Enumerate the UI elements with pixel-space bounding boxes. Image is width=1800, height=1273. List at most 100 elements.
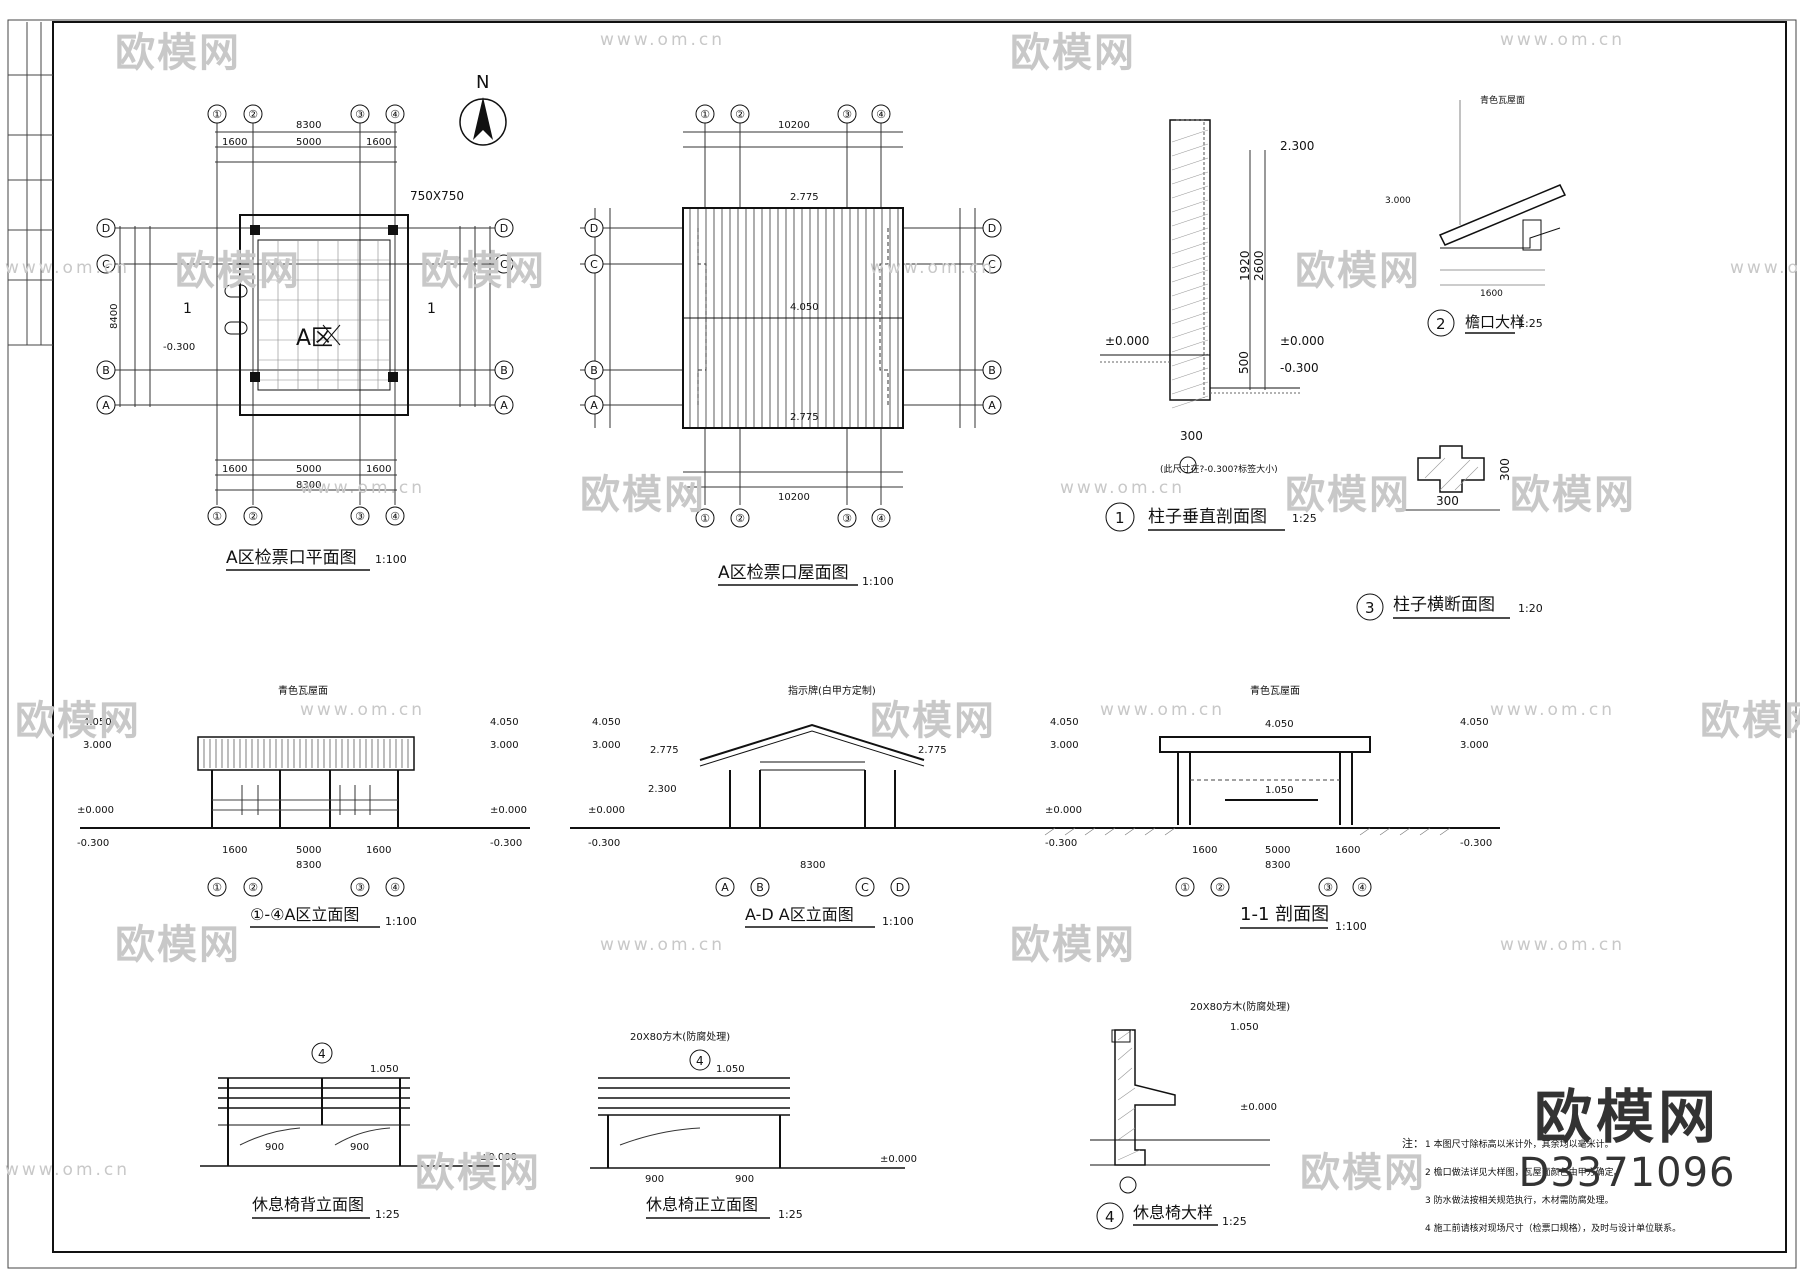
plan-dim-bay-1: 1600 — [222, 137, 247, 148]
roof-axis-bot-1: ① — [695, 508, 715, 528]
col-level-3: ±0.000 — [1105, 334, 1149, 348]
elev1-roof-label: 青色瓦屋面 — [278, 684, 328, 697]
svg-text:A: A — [590, 399, 598, 412]
col-v-title: 柱子垂直剖面图 — [1148, 507, 1267, 527]
elev2-level-5: ±0.000 — [588, 805, 625, 816]
elev2-axis-B: B — [750, 877, 770, 897]
bench-front-title: 休息椅正立面图 — [646, 1195, 758, 1214]
roof-dim-total-b: 10200 — [778, 492, 810, 503]
svg-text:④: ④ — [876, 512, 886, 525]
plan-scale: 1:100 — [375, 553, 407, 566]
bench-back-dim-1: 900 — [265, 1142, 284, 1153]
svg-text:③: ③ — [355, 108, 365, 121]
svg-text:D: D — [590, 222, 598, 235]
elev2-axis-A: A — [715, 877, 735, 897]
elev1-dim-1: 1600 — [222, 845, 247, 856]
plan-dim-bay-b2: 5000 — [296, 464, 321, 475]
svg-text:C: C — [861, 881, 869, 894]
svg-text:①: ① — [700, 108, 710, 121]
svg-text:②: ② — [248, 108, 258, 121]
elev1-level-1: 4.050 — [83, 717, 112, 728]
bench-front-level-0: ±0.000 — [880, 1154, 917, 1165]
roof-level-top: 2.775 — [790, 192, 819, 203]
elev2-level-6: -0.300 — [588, 838, 620, 849]
svg-text:②: ② — [248, 510, 258, 523]
svg-text:N: N — [476, 72, 489, 93]
bench-back-mark: 4 — [318, 1047, 326, 1061]
elev1-dim-total: 8300 — [296, 860, 321, 871]
plan-dim-y: 8400 — [109, 304, 120, 329]
plan-dim-bay-3: 1600 — [366, 137, 391, 148]
svg-text:A: A — [988, 399, 996, 412]
sect-dim-1: 1600 — [1192, 845, 1217, 856]
elev1-level-8: -0.300 — [490, 838, 522, 849]
elevation-1-drawing: 青色瓦屋面 4.050 3.000 ±0.000 -0.300 4.050 3.… — [77, 684, 530, 928]
bench-det-num: 4 — [1105, 1208, 1115, 1226]
colx-scale: 1:20 — [1518, 602, 1543, 615]
sect-level-6: 3.000 — [1460, 740, 1489, 751]
elev2-level-2: 3.000 — [592, 740, 621, 751]
svg-text:④: ④ — [1357, 881, 1367, 894]
svg-text:③: ③ — [355, 881, 365, 894]
outer-border — [7, 19, 1797, 1269]
svg-text:①: ① — [212, 510, 222, 523]
sect-level-4: -0.300 — [1045, 838, 1077, 849]
bench-front-slat: 20X80方木(防腐处理) — [630, 1030, 730, 1043]
plan-dim-bay-2: 5000 — [296, 137, 321, 148]
roof-level-mid: 4.050 — [790, 302, 819, 313]
col-h1: 1920 — [1238, 250, 1252, 281]
col-h2: 2600 — [1252, 250, 1266, 281]
roof-axis-bot-2: ② — [730, 508, 750, 528]
design-notes: 注： 1 本图尺寸除标高以米计外，其余均以毫米计。 2 檐口做法详见大样图，瓦屋… — [1402, 1136, 1681, 1234]
roof-scale: 1:100 — [862, 575, 894, 588]
plan-axis-left-B: B — [96, 360, 116, 380]
svg-text:C: C — [988, 258, 996, 271]
col-level-2: 2.300 — [1280, 139, 1314, 153]
bench-det-slat: 20X80方木(防腐处理) — [1190, 1000, 1290, 1013]
title-strip — [8, 22, 53, 346]
sect-axis-2: ② — [1210, 877, 1230, 897]
elev1-level-2: 3.000 — [83, 740, 112, 751]
elev2-level-1: 4.050 — [592, 717, 621, 728]
plan-axis-top-3: ③ — [350, 104, 370, 124]
elev2-level-7: 2.775 — [918, 745, 947, 756]
bench-back-level-0: ±0.000 — [480, 1152, 517, 1163]
colx-title: 柱子横断面图 — [1393, 595, 1495, 615]
svg-text:C: C — [590, 258, 598, 271]
svg-text:A: A — [721, 881, 729, 894]
eave-width: 1600 — [1480, 289, 1503, 299]
elev1-axis-3: ③ — [350, 877, 370, 897]
col-v-num: 1 — [1115, 509, 1125, 527]
svg-text:D: D — [500, 222, 508, 235]
bench-front-level: 1.050 — [716, 1064, 745, 1075]
bench-detail-drawing: 20X80方木(防腐处理) 1.050 ±0.000 4 休息椅大样 1:25 — [1090, 1000, 1290, 1230]
plan-axis-left-C: C — [96, 254, 116, 274]
svg-text:①: ① — [212, 881, 222, 894]
svg-text:D: D — [988, 222, 996, 235]
sect-axis-1: ① — [1175, 877, 1195, 897]
brand-block: 欧模网 D3371096 — [1512, 1088, 1742, 1196]
svg-text:③: ③ — [842, 108, 852, 121]
elev1-level-5: 4.050 — [490, 717, 519, 728]
bench-front-dim-2: 900 — [735, 1174, 754, 1185]
plan-axis-bot-3: ③ — [350, 506, 370, 526]
elev2-sign: 指示牌(白甲方定制) — [788, 684, 876, 697]
svg-text:B: B — [756, 881, 764, 894]
roof-axis-left-D: D — [584, 218, 604, 238]
roof-axis-top-4: ④ — [871, 104, 891, 124]
inner-frame — [52, 21, 1787, 1253]
col-width: 300 — [1180, 429, 1203, 443]
sect-roof-label: 青色瓦屋面 — [1250, 684, 1300, 697]
svg-text:④: ④ — [390, 108, 400, 121]
svg-text:④: ④ — [876, 108, 886, 121]
svg-text:A: A — [500, 399, 508, 412]
sect-level-7: -0.300 — [1460, 838, 1492, 849]
elev2-level-3: 2.775 — [650, 745, 679, 756]
bench-front-scale: 1:25 — [778, 1208, 803, 1221]
elev1-axis-2: ② — [243, 877, 263, 897]
bench-back-drawing: 1.050 900 900 ±0.000 4 休息椅背立面图 1:25 — [200, 1042, 517, 1221]
roof-axis-left-C: C — [584, 254, 604, 274]
col-level-0: ±0.000 — [1280, 334, 1324, 348]
roof-axis-right-C: C — [982, 254, 1002, 274]
